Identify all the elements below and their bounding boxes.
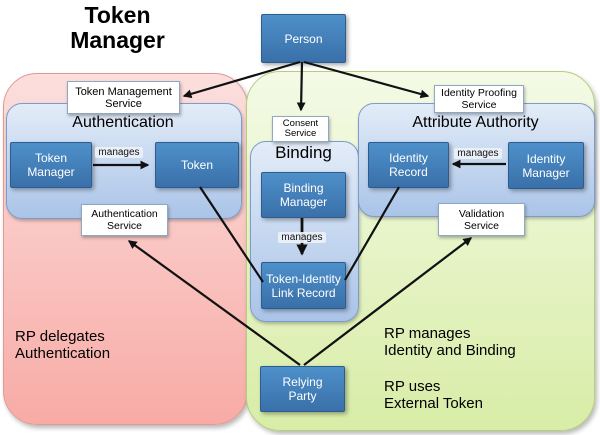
rp-uses-note: RP uses External Token: [384, 378, 483, 412]
diagram-title: Token Manager: [70, 2, 165, 53]
manages-label-identity: manages: [454, 148, 502, 159]
binding-panel-label: Binding: [275, 143, 332, 162]
token-management-service-box: Token Management Service: [67, 81, 180, 114]
binding-manager-node: Binding Manager: [261, 172, 346, 218]
token-node: Token: [155, 142, 239, 188]
identity-manager-node: Identity Manager: [508, 142, 584, 189]
consent-service-box: Consent Service: [272, 116, 329, 142]
manages-label-token: manages: [95, 147, 143, 158]
identity-proofing-service-box: Identity Proofing Service: [434, 85, 524, 113]
rp-delegates-note: RP delegates Authentication: [15, 328, 111, 362]
authentication-service-box: Authentication Service: [81, 204, 168, 236]
authentication-panel-label: Authentication: [72, 114, 174, 131]
identity-record-node: Identity Record: [368, 142, 449, 188]
person-node: Person: [261, 14, 346, 63]
token-manager-node: Token Manager: [10, 142, 92, 188]
manages-label-binding: manages: [278, 232, 326, 243]
validation-service-box: Validation Service: [438, 203, 525, 236]
rp-manages-note: RP manages Identity and Binding: [384, 325, 516, 359]
attribute-authority-panel-label: Attribute Authority: [412, 114, 539, 131]
token-identity-link-record-node: Token-Identity Link Record: [261, 262, 346, 309]
relying-party-node: Relying Party: [260, 366, 345, 412]
